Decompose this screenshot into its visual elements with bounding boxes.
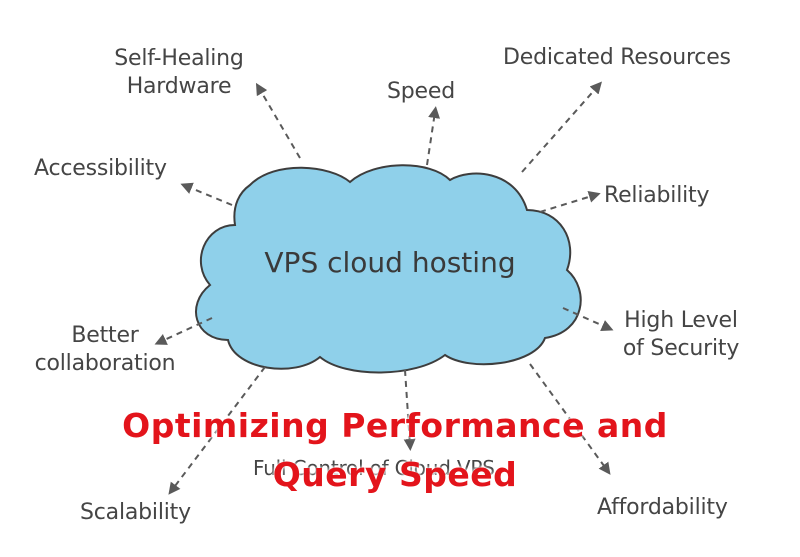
arrow-security <box>562 307 614 332</box>
arrow-accessibility <box>180 182 233 206</box>
node-self-healing-line2: Hardware <box>126 74 232 99</box>
node-self-healing: Self-Healing Hardware <box>104 45 254 101</box>
arrow-full-control <box>403 369 416 451</box>
overlay-title-line1: Optimizing Performance and <box>122 406 668 445</box>
overlay-title-line2: Query Speed <box>272 455 518 494</box>
node-accessibility-line1: Accessibility <box>34 156 167 181</box>
arrow-scalability <box>168 366 266 495</box>
node-accessibility: Accessibility <box>34 155 167 183</box>
node-affordability: Affordability <box>597 494 728 522</box>
node-scalability-line1: Scalability <box>80 500 191 525</box>
node-full-control-line1: Full Control of Cloud VPS <box>253 456 495 480</box>
node-affordability-line1: Affordability <box>597 495 728 520</box>
node-speed-line1: Speed <box>387 79 455 104</box>
node-self-healing-line1: Self-Healing <box>114 46 244 71</box>
node-reliability-line1: Reliability <box>604 183 710 208</box>
node-security: High Level of Security <box>612 307 750 363</box>
arrow-dedicated <box>521 81 602 173</box>
arrow-self-healing <box>255 82 301 159</box>
node-collaboration: Better collaboration <box>24 322 186 378</box>
arrow-collaboration <box>154 317 213 345</box>
node-dedicated-line1: Dedicated Resources <box>503 45 731 70</box>
node-full-control: Full Control of Cloud VPS <box>253 454 495 482</box>
node-collaboration-line2: collaboration <box>34 351 176 376</box>
arrow-reliability <box>539 191 601 213</box>
node-scalability: Scalability <box>80 499 191 527</box>
node-dedicated: Dedicated Resources <box>503 44 731 72</box>
node-collaboration-line1: Better <box>71 323 139 348</box>
center-label: VPS cloud hosting <box>264 246 516 279</box>
node-security-line2: of Security <box>622 336 740 361</box>
cloud-shape <box>195 164 582 374</box>
node-security-line1: High Level <box>624 308 738 333</box>
node-reliability: Reliability <box>604 182 709 210</box>
arrow-speed <box>426 106 441 166</box>
node-speed: Speed <box>387 78 455 106</box>
